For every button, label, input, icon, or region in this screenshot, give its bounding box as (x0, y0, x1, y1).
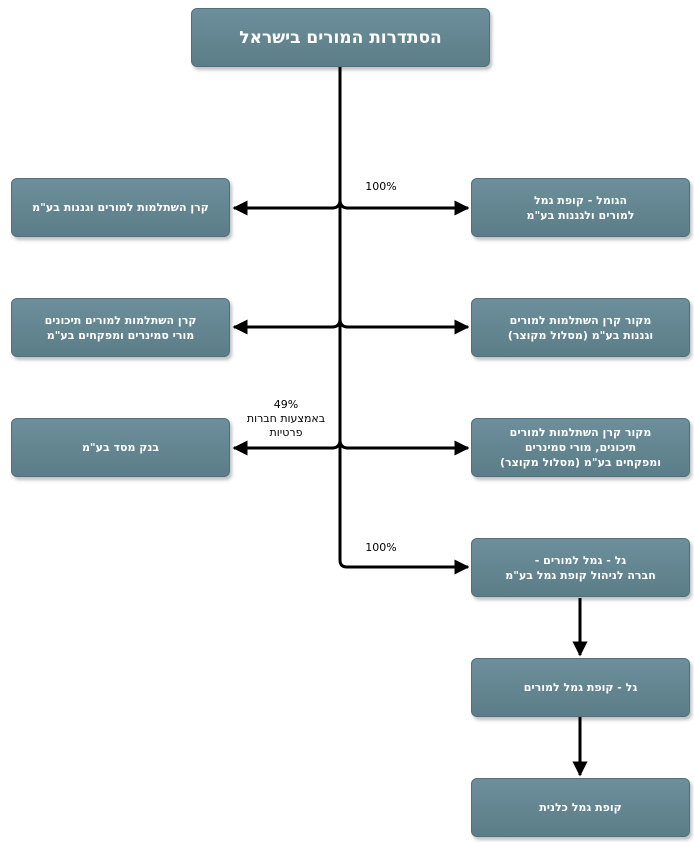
left-box-1: קרן השתלמות למורים וגננות בע"מ (11, 178, 230, 237)
bank-stake-label: 49% באמצעות חברות פרטיות (246, 398, 326, 439)
arrow-to-right-1 (338, 199, 470, 216)
pct-label-bottom: 100% (365, 541, 397, 554)
chain-box-1: גל - קופת גמל למורים (471, 658, 690, 717)
right-box-4: גל - גמל למורים - חברה לניהול קופת גמל ב… (471, 538, 690, 597)
arrow-to-left-3 (232, 439, 342, 456)
arrow-to-right-3 (338, 439, 470, 456)
pct-label-top: 100% (365, 180, 397, 193)
left-box-2: קרן השתלמות למורים תיכונים מורי סמינרים … (11, 298, 230, 357)
arrow-to-left-1 (232, 199, 342, 216)
corner-line (338, 559, 348, 569)
right-box-2: מקור קרן השתלמות למורים וגננות בע"מ (מסל… (471, 298, 690, 357)
right-box-3: מקור קרן השתלמות למורים תיכונים, מורי סמ… (471, 418, 690, 477)
right-box-1: הגומל - קופת גמל למורים ולגננות בע"מ (471, 178, 690, 237)
arrow-to-right-2 (338, 318, 470, 335)
left-box-3: בנק מסד בע"מ (11, 418, 230, 477)
org-title-box: הסתדרות המורים בישראל (191, 8, 490, 67)
chain-box-2: קופת גמל כלנית (471, 778, 690, 837)
arrow-to-left-2 (232, 318, 342, 335)
